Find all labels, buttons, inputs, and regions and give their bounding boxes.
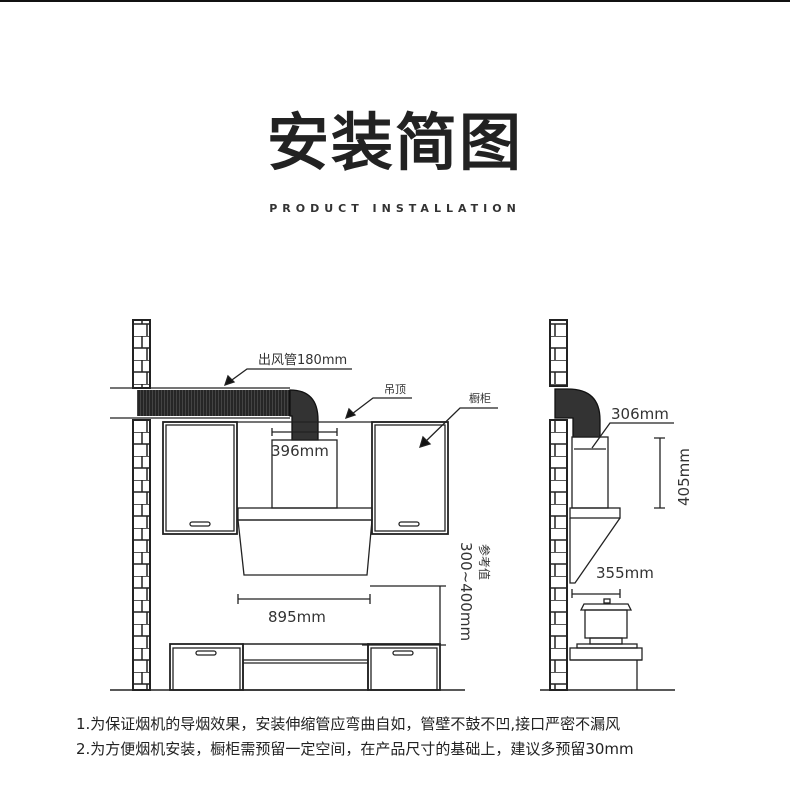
stove	[569, 643, 643, 690]
duct-bend	[289, 389, 319, 441]
hood-depth-label: 355mm	[596, 564, 654, 582]
duct-label: 出风管180mm	[258, 353, 347, 368]
front-view: 出风管180mm 吊顶 橱柜 396mm 895mm 300~400mm 参考值	[110, 319, 498, 691]
exhaust-duct	[137, 390, 292, 416]
hood-body	[237, 519, 373, 576]
brick-wall-upper	[549, 319, 568, 387]
dimension-895	[237, 594, 371, 604]
exhaust-duct-bend	[554, 388, 601, 438]
wall-cabinet-left	[162, 421, 238, 535]
top-divider	[0, 0, 790, 2]
hood-chimney	[571, 436, 609, 509]
height-range-label: 300~400mm	[457, 542, 475, 641]
dimension-355	[571, 589, 621, 598]
reference-label: 参考值	[477, 544, 492, 580]
cooking-pot	[579, 598, 633, 645]
hood-width-label: 895mm	[268, 608, 326, 626]
page-subtitle: PRODUCT INSTALLATION	[269, 202, 521, 215]
side-view: 306mm 405mm 355mm	[540, 319, 693, 691]
brick-wall-upper	[132, 319, 151, 389]
cabinet-handle	[398, 521, 420, 527]
hood-top-band	[237, 507, 373, 521]
stove-counter	[242, 643, 369, 691]
dimension-396	[271, 428, 338, 436]
note-1: 1.为保证烟机的导烟效果，安装伸缩管应弯曲自如，管壁不鼓不凹,接口严密不漏风	[76, 715, 621, 733]
dimension-height	[362, 585, 446, 646]
hood-top-band	[569, 507, 621, 519]
chimney-depth-label: 306mm	[611, 405, 669, 423]
ceiling-arrow	[347, 397, 412, 418]
brick-wall-lower	[549, 419, 568, 691]
cabinet-arrow	[422, 407, 498, 445]
chimney-height-label: 405mm	[675, 448, 693, 506]
page-title: 安装简图	[266, 106, 523, 179]
pointer-306	[591, 422, 674, 449]
chimney-width-label: 396mm	[271, 442, 329, 460]
hood-body	[569, 517, 621, 584]
cabinet-label: 橱柜	[469, 391, 491, 405]
duct-arrow	[224, 368, 352, 386]
ceiling-label: 吊顶	[384, 383, 406, 396]
note-2: 2.为方便烟机安装，橱柜需预留一定空间，在产品尺寸的基础上，建议多预留30mm	[76, 740, 634, 758]
dimension-405	[654, 437, 665, 509]
installation-notes: 1.为保证烟机的导烟效果，安装伸缩管应弯曲自如，管壁不鼓不凹,接口严密不漏风 2…	[76, 712, 634, 762]
cabinet-handle	[189, 521, 211, 527]
wall-cabinet-right	[371, 421, 449, 535]
brick-wall-lower	[132, 419, 151, 691]
